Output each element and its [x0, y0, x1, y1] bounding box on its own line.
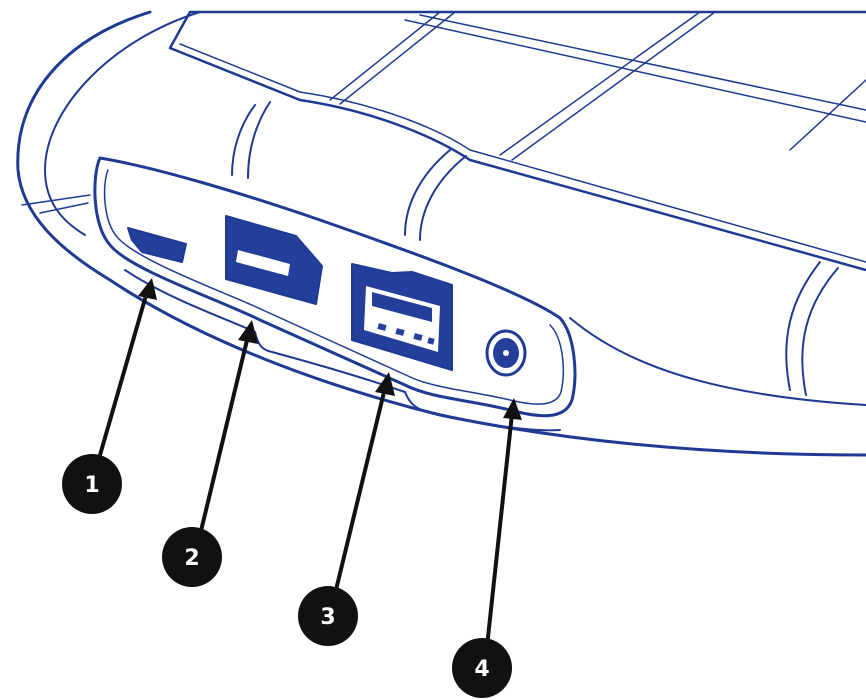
top-grid-line-5 [420, 15, 866, 110]
top-plate-inner [180, 44, 866, 262]
side-crease [22, 195, 90, 205]
callout-arrow-3 [335, 388, 385, 594]
callout-badge-2: 2 [162, 527, 222, 587]
callout-badge-1: 1 [62, 454, 122, 514]
mini-usb-port-icon [128, 228, 186, 262]
grip-ridge-1 [232, 105, 255, 175]
grip-ridge-4 [420, 156, 466, 240]
bumper-right-edge [570, 318, 866, 405]
callout-label-2: 2 [184, 546, 199, 571]
callout-arrow-1 [98, 292, 147, 462]
bumper-inner-edge [45, 12, 200, 235]
callout-arrow-4 [486, 414, 512, 656]
port-panel-outline [95, 158, 575, 416]
top-grid-line-6 [405, 20, 866, 122]
top-grid-line-3 [500, 12, 700, 155]
callout-badge-4: 4 [452, 638, 512, 698]
grip-ridge-2 [248, 102, 270, 178]
top-grid-line-7 [790, 80, 866, 150]
callout-arrow-2 [200, 336, 248, 535]
firewire-port-icon [226, 216, 322, 304]
top-grid-line-1 [330, 12, 440, 100]
callout-badge-3: 3 [298, 586, 358, 646]
callout-label-4: 4 [474, 657, 489, 682]
callout-arrowhead-2 [238, 320, 258, 344]
top-grid-line-2 [340, 12, 455, 104]
usb-3-port-icon [352, 264, 452, 370]
grip-ridge-3 [405, 150, 450, 235]
dc-power-port-icon [487, 331, 525, 375]
grip-ridge-6 [802, 268, 838, 395]
side-crease-2 [40, 203, 88, 213]
top-grid-line-4 [512, 12, 715, 160]
callout-label-3: 3 [320, 605, 335, 630]
callout-label-1: 1 [84, 473, 99, 498]
callout-arrowhead-1 [138, 278, 157, 300]
